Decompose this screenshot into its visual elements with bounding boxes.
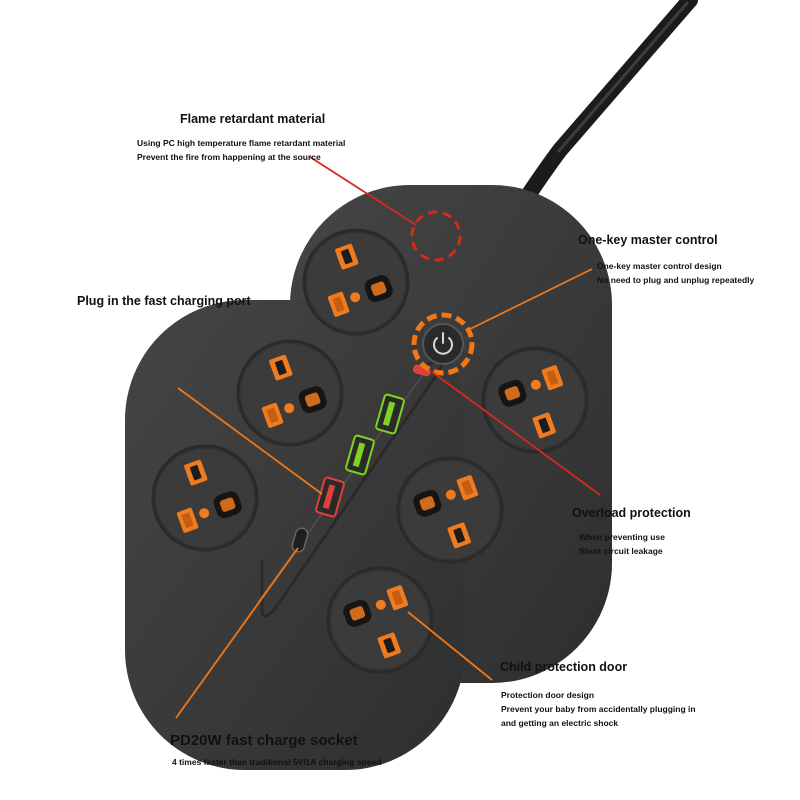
- child-pointer-line: [407, 611, 493, 681]
- flame-highlight-circle: [410, 210, 462, 262]
- ac-socket[interactable]: [468, 333, 601, 466]
- ac-socket[interactable]: [313, 553, 446, 686]
- overload-title: Overload protection: [572, 506, 691, 520]
- ac-socket[interactable]: [289, 215, 422, 348]
- flame-pointer-line: [309, 156, 417, 226]
- socket-contact: [375, 599, 386, 610]
- master-desc-line-1: One-key master control design: [597, 261, 722, 271]
- master-title: One-key master control: [578, 233, 718, 247]
- child-desc: Protection door design Prevent your baby…: [501, 688, 696, 730]
- socket-contact: [445, 489, 456, 500]
- ac-sockets: [138, 215, 601, 686]
- fast-port-pointer-line: [177, 387, 323, 495]
- flame-title: Flame retardant material: [180, 112, 326, 126]
- ac-socket[interactable]: [223, 326, 356, 459]
- master-desc: One-key master control design No need to…: [597, 259, 754, 287]
- flame-desc: Using PC high temperature flame retardan…: [137, 136, 345, 164]
- overload-pointer-line: [431, 371, 601, 496]
- power-button[interactable]: [411, 312, 475, 376]
- usb-a-port-red[interactable]: [315, 476, 345, 518]
- child-title: Child protection door: [500, 660, 628, 674]
- socket-contact: [284, 403, 295, 414]
- fast-port-title: Plug in the fast charging port: [77, 294, 251, 308]
- child-desc-line-2: Prevent your baby from accidentally plug…: [501, 704, 696, 714]
- child-desc-line-1: Protection door design: [501, 690, 595, 700]
- socket-contact: [530, 379, 541, 390]
- ac-socket[interactable]: [383, 443, 516, 576]
- ac-socket[interactable]: [138, 431, 271, 564]
- master-pointer-line: [467, 268, 593, 331]
- child-desc-line-3: and getting an electric shock: [501, 718, 619, 728]
- pd20w-pointer-line: [175, 547, 299, 719]
- usb-a-port-green-1[interactable]: [375, 393, 405, 435]
- master-desc-line-2: No need to plug and unplug repeatedly: [597, 275, 755, 285]
- flame-desc-line-1: Using PC high temperature flame retardan…: [137, 138, 346, 148]
- overload-desc-line-2: Short circuit leakage: [579, 546, 663, 556]
- overload-desc: When preventing use Short circuit leakag…: [579, 530, 665, 558]
- power-icon: [433, 332, 453, 355]
- pd20w-title: PD20W fast charge socket: [170, 732, 358, 749]
- socket-contact: [350, 292, 361, 303]
- callout-lines: [175, 156, 601, 719]
- overload-desc-line-1: When preventing use: [579, 532, 665, 542]
- pd20w-desc: 4 times faster than traditional 5V/1A ch…: [172, 757, 382, 767]
- usb-ports: [291, 393, 405, 553]
- flame-desc-line-2: Prevent the fire from happening at the s…: [137, 152, 321, 162]
- usb-c-port[interactable]: [291, 527, 309, 553]
- socket-contact: [199, 508, 210, 519]
- usb-a-port-green-2[interactable]: [345, 434, 375, 476]
